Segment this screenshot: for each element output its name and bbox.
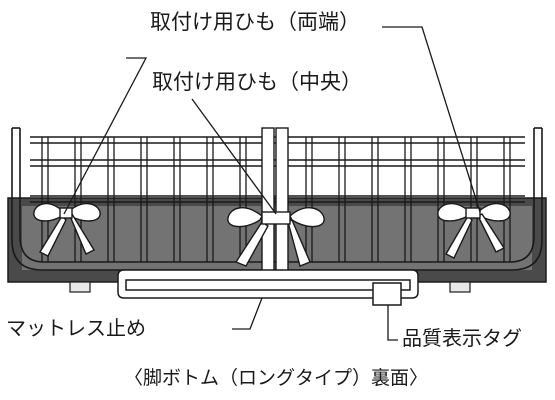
quality-tag-shape	[372, 282, 402, 306]
figure-caption: 〈脚ボトム（ロングタイプ）裏面〉	[124, 367, 429, 389]
vertical-wires	[41, 137, 511, 262]
strap-center-label: 取付け用ひも（中央）	[152, 70, 362, 94]
strap-bow-right	[437, 203, 511, 259]
mattress-stopper-label: マットレス止め	[6, 316, 146, 340]
leader-lines	[63, 26, 481, 341]
quality-tag-label: 品質表示タグ	[402, 326, 522, 350]
feet	[69, 281, 471, 293]
strap-bow-center	[227, 207, 325, 267]
strap-ends-label: 取付け用ひも（両端）	[150, 10, 360, 34]
mattress-stopper-bar	[117, 269, 419, 299]
strap-bow-left	[33, 203, 101, 257]
